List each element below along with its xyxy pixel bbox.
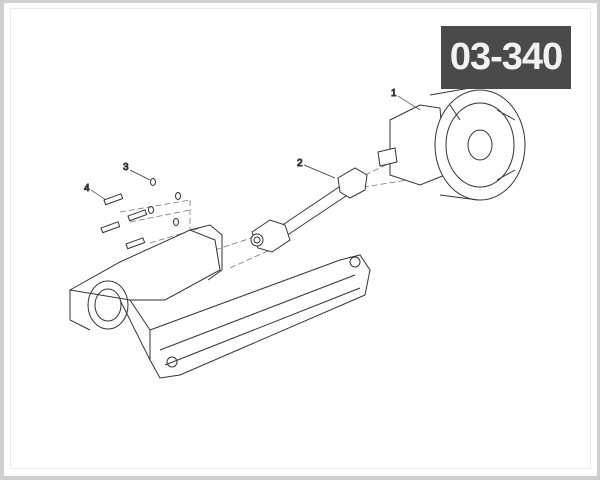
callout-4: 4 [84,183,90,194]
callout-2: 2 [297,158,303,169]
callout-leaders [90,95,421,201]
diagram-inner-border [10,8,591,469]
bolts [100,193,148,250]
drive-shaft [250,167,368,253]
washers [148,178,181,226]
final-drive [377,87,526,201]
swingarm [68,224,371,379]
callout-3: 3 [123,162,129,173]
diagram-code-badge: 03-340 [441,26,571,89]
callout-1: 1 [391,88,397,99]
